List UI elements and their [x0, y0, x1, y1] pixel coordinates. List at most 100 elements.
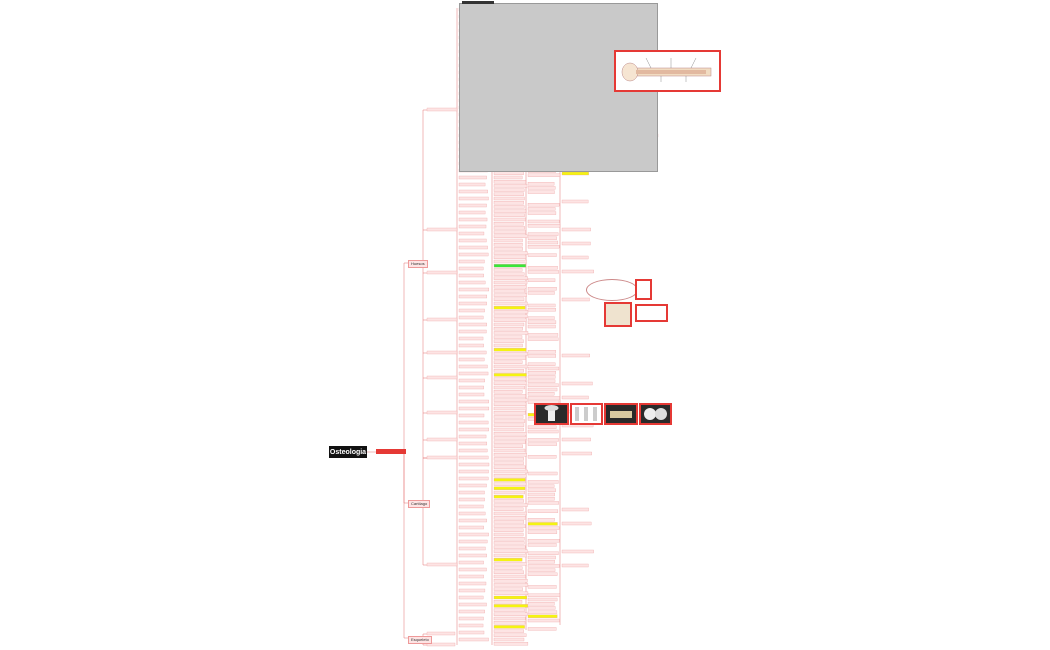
leaf-node[interactable]: [493, 343, 523, 348]
leaf-node[interactable]: [493, 306, 526, 310]
leaf-node[interactable]: [493, 461, 524, 465]
leaf-node[interactable]: [458, 175, 487, 180]
leaf-node[interactable]: [493, 604, 529, 608]
leaf-node[interactable]: [493, 545, 526, 549]
leaf-node[interactable]: [493, 541, 525, 545]
leaf-node[interactable]: [493, 436, 527, 440]
leaf-node[interactable]: [527, 585, 557, 589]
leaf-node[interactable]: [527, 530, 558, 534]
leaf-node[interactable]: [527, 497, 555, 501]
leaf-node[interactable]: [493, 255, 527, 259]
leaf-node[interactable]: [527, 442, 557, 446]
leaf-node[interactable]: [527, 173, 561, 177]
foot-bones-image[interactable]: [635, 304, 668, 322]
leaf-node[interactable]: [458, 217, 488, 222]
leaf-node[interactable]: [493, 184, 528, 188]
leaf-node[interactable]: [527, 392, 555, 396]
leaf-node[interactable]: [493, 369, 524, 373]
leaf-node[interactable]: [458, 196, 489, 201]
leaf-node[interactable]: [458, 287, 490, 292]
leaf-node[interactable]: [493, 558, 523, 562]
leaf-node[interactable]: [527, 303, 556, 308]
leaf-node[interactable]: [493, 457, 524, 461]
leaf-node[interactable]: [426, 350, 458, 355]
leaf-node[interactable]: [493, 490, 525, 495]
leaf-node[interactable]: [493, 272, 525, 276]
leaf-node[interactable]: [527, 455, 557, 459]
leaf-node[interactable]: [458, 343, 484, 348]
leaf-node[interactable]: [458, 189, 488, 194]
leaf-node[interactable]: [458, 518, 487, 523]
leaf-node[interactable]: [458, 637, 489, 642]
leaf-node[interactable]: [527, 316, 555, 320]
leaf-node[interactable]: [493, 398, 528, 402]
root-node[interactable]: Osteologia: [329, 446, 367, 458]
leaf-node[interactable]: [458, 336, 484, 341]
leaf-node[interactable]: [493, 469, 528, 474]
leaf-node[interactable]: [527, 366, 560, 371]
leaf-node[interactable]: [458, 595, 484, 600]
leaf-node[interactable]: [458, 546, 486, 551]
leaf-node[interactable]: [493, 335, 523, 339]
leaf-node[interactable]: [527, 333, 559, 337]
leaf-node[interactable]: [493, 419, 526, 423]
leaf-node[interactable]: [493, 600, 523, 604]
leaf-node[interactable]: [561, 395, 589, 400]
leaf-node[interactable]: [458, 294, 488, 299]
leaf-node[interactable]: [493, 495, 524, 499]
leaf-node[interactable]: [493, 339, 524, 343]
leaf-node[interactable]: [527, 308, 556, 312]
leaf-node[interactable]: [527, 245, 560, 249]
leaf-node[interactable]: [493, 234, 528, 238]
leaf-node[interactable]: [493, 402, 527, 406]
leaf-node[interactable]: [458, 532, 489, 537]
leaf-node[interactable]: [493, 587, 523, 591]
leaf-node[interactable]: [561, 269, 594, 274]
leaf-node[interactable]: [527, 488, 556, 492]
leaf-node[interactable]: [493, 360, 523, 364]
leaf-node[interactable]: [458, 210, 486, 215]
leaf-node[interactable]: [493, 637, 525, 642]
leaf-node[interactable]: [493, 318, 527, 322]
bone-diagram-image[interactable]: [614, 50, 721, 92]
leaf-node[interactable]: [458, 588, 486, 593]
leaf-node[interactable]: [527, 354, 557, 358]
leaf-node[interactable]: [527, 278, 556, 282]
bone-section-image-1[interactable]: [534, 403, 569, 425]
leaf-node[interactable]: [426, 642, 456, 647]
leaf-node[interactable]: [458, 602, 487, 607]
leaf-node[interactable]: [458, 280, 486, 285]
leaf-node[interactable]: [493, 423, 525, 427]
leaf-node[interactable]: [561, 507, 589, 512]
leaf-node[interactable]: [493, 528, 524, 532]
leaf-node[interactable]: [527, 539, 560, 543]
leaf-node[interactable]: [493, 612, 528, 616]
leaf-node[interactable]: [493, 570, 524, 574]
leaf-node[interactable]: [527, 522, 558, 526]
leaf-node[interactable]: [493, 293, 527, 297]
leaf-node[interactable]: [527, 425, 557, 429]
leaf-node[interactable]: [527, 253, 557, 257]
leaf-node[interactable]: [458, 574, 484, 579]
leaf-node[interactable]: [426, 107, 458, 112]
leaf-node[interactable]: [458, 553, 487, 558]
leaf-node[interactable]: [527, 551, 559, 555]
leaf-node[interactable]: [426, 562, 458, 567]
leaf-node[interactable]: [493, 486, 526, 490]
leaf-node[interactable]: [493, 520, 525, 524]
leaf-node[interactable]: [458, 490, 485, 495]
leaf-node[interactable]: [561, 297, 590, 302]
leaf-node[interactable]: [493, 222, 524, 226]
leaf-node[interactable]: [493, 327, 523, 331]
leaf-node[interactable]: [493, 532, 524, 537]
leaf-node[interactable]: [527, 182, 555, 186]
leaf-node[interactable]: [493, 192, 524, 196]
leaf-node[interactable]: [527, 383, 559, 387]
leaf-node[interactable]: [493, 180, 527, 184]
leaf-node[interactable]: [527, 396, 560, 400]
leaf-node[interactable]: [458, 434, 487, 439]
leaf-node[interactable]: [458, 266, 484, 271]
leaf-node[interactable]: [458, 406, 490, 411]
leaf-node[interactable]: [493, 553, 527, 558]
leaf-node[interactable]: [527, 190, 555, 194]
